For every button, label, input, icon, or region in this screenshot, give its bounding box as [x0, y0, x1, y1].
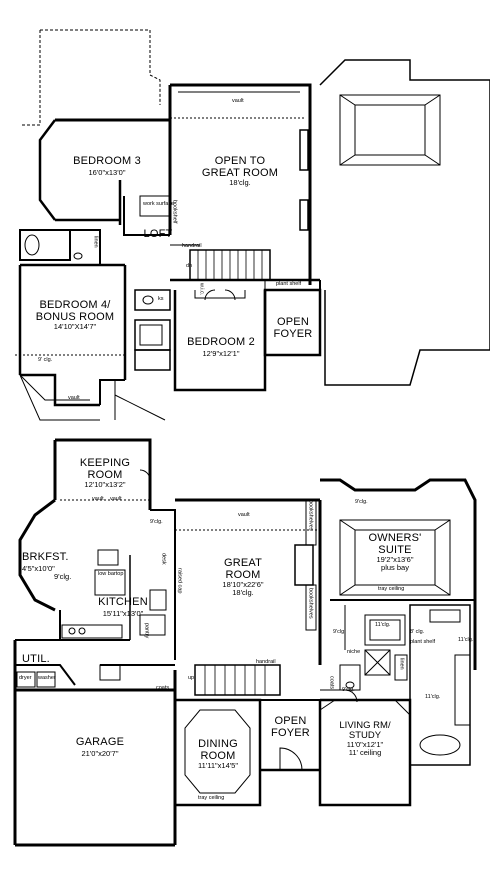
keeping-vault-note-1: vault — [92, 496, 104, 502]
dining-room-dimensions: 11'11"x14'5" — [197, 761, 239, 771]
bedroom-4-label: BEDROOM 4/ BONUS ROOM 14'10"X14'7" — [30, 299, 120, 332]
great-room-label-upper: GREAT ROOM — [201, 166, 279, 179]
coats-note-garage: coats — [156, 685, 170, 691]
linen-note-main: linen — [398, 658, 405, 670]
kitchen-label: KITCHEN 15'11"x13'0" — [88, 593, 158, 618]
owners-name: OWNERS' — [368, 532, 422, 544]
breakfast-dimensions: 4'5"x10'0" — [22, 563, 55, 573]
plant-shelf-note-main: plant shelf — [410, 639, 436, 645]
owners-suite-label: OWNERS' SUITE 19'2"x13'6" plus bay — [355, 532, 435, 572]
bonus-room-name: BONUS ROOM — [35, 310, 115, 323]
main-open-foyer-label: OPEN FOYER — [263, 715, 318, 739]
bath-11-ceiling-note-2: 11'clg. — [458, 637, 474, 643]
ceiling-9-note: 9' clg. — [38, 357, 53, 363]
upper-floor-walls — [15, 29, 490, 421]
keeping-room-name: ROOM — [87, 468, 123, 481]
dining-name: DINING — [198, 738, 238, 750]
suite-name: SUITE — [378, 543, 412, 556]
niche-note: niche — [347, 649, 361, 655]
great-room-ceiling: 18'clg. — [232, 587, 254, 597]
work-surface-note: work surface — [143, 201, 175, 207]
upper-foyer-label: FOYER — [273, 327, 313, 340]
great-name: GREAT — [223, 557, 263, 569]
owners-suite-bay: plus bay — [381, 562, 409, 572]
bedroom-2-name: BEDROOM 2 — [187, 336, 255, 348]
owners-9-ceiling-note: 9'clg. — [355, 499, 368, 505]
owners-suite-dimensions: 19'2"x13'6" — [376, 555, 414, 565]
great-room-label: GREAT ROOM 18'10"x22'6" 18'clg. — [198, 557, 288, 597]
loft-name: LOFT — [143, 228, 173, 240]
bedroom-3-name: BEDROOM 3 — [73, 155, 141, 167]
garage-label: GARAGE 21'0"x20'7" — [50, 733, 150, 758]
keeping-vault-note-2: vault — [110, 496, 122, 502]
keeping-name: KEEPING — [79, 457, 131, 469]
wic-note: w.i.c. — [198, 283, 205, 296]
bookshelves-note-1: bookshelves — [307, 500, 314, 531]
keeping-room-dimensions: 12'10"x13'2" — [84, 480, 126, 490]
breakfast-name: BRKFST. — [22, 551, 69, 563]
bedroom-3-label: BEDROOM 3 16'0"x13'0" — [62, 152, 152, 177]
main-up-note: up — [188, 675, 195, 681]
upper-vault-note: vault — [232, 98, 244, 104]
breakfast-ceiling: 9'clg. — [54, 571, 72, 581]
bath-11-ceiling-note-1: 11'clg. — [375, 622, 391, 628]
bedroom-4-dimensions: 14'10"X14'7" — [53, 322, 97, 332]
bath-11-ceiling-note-3: 11'clg. — [425, 694, 441, 700]
upper-dn-note: dn — [186, 263, 193, 269]
raised-cap-note: raised cap — [176, 568, 183, 594]
closet-8-ceiling-note: 8' clg. — [410, 629, 425, 635]
desk-note: desk — [160, 553, 167, 565]
study-name: STUDY — [348, 729, 382, 741]
hall-9-ceiling-note: 9'clg. — [333, 629, 346, 635]
breakfast-label: BRKFST. 4'5"x10'0" 9'clg. — [22, 548, 77, 581]
open-great-room-ceiling: 18'clg. — [229, 178, 251, 188]
util-label: UTIL. — [22, 650, 52, 667]
low-bartop-note: low bartop — [98, 571, 124, 577]
bedroom-3-dimensions: 16'0"x13'0" — [88, 167, 126, 177]
dining-room-label: DINING ROOM 11'11"x14'5" — [187, 738, 249, 771]
dryer-note: dryer — [19, 675, 32, 681]
left-vault-note: vault — [68, 395, 80, 401]
garage-name: GARAGE — [75, 736, 125, 748]
great-room-dimensions: 18'10"x22'6" — [222, 580, 264, 590]
powder-9-ceiling-note: 9'clg. — [342, 687, 355, 693]
dining-tray-ceiling-note: tray ceiling — [198, 795, 225, 801]
bookshelf-note: bookshelf — [171, 200, 178, 224]
upper-open-foyer-label: OPEN FOYER — [268, 316, 318, 340]
kitchen-dimensions: 15'11"x13'0" — [102, 608, 144, 618]
keeping-room-label: KEEPING ROOM 12'10"x13'2" — [65, 457, 145, 490]
ks-note: ks — [158, 296, 164, 302]
great-vault-note: vault — [238, 512, 250, 518]
bedroom-2-dimensions: 12'9"x12'1" — [202, 348, 240, 358]
study-dimensions: 11'0"x12'1" — [346, 739, 384, 749]
study-ceiling: 11' ceiling — [348, 747, 382, 757]
study-label: LIVING RM/ STUDY 11'0"x12'1" 11' ceiling — [324, 721, 406, 757]
util-name: UTIL. — [22, 653, 50, 665]
coats-note-foyer: coats — [328, 676, 335, 690]
linen-note-upper: linen — [92, 236, 99, 248]
bookshelves-note-2: bookshelves — [307, 588, 314, 619]
main-foyer-label: FOYER — [271, 726, 310, 739]
garage-dimensions: 21'0"x20'7" — [81, 748, 119, 758]
bedroom-2-label: BEDROOM 2 12'9"x12'1" — [180, 333, 262, 358]
dining-room-name: ROOM — [200, 749, 236, 762]
great-room-name: ROOM — [225, 568, 261, 581]
kitchen-9-ceiling-note: 9'clg. — [150, 519, 163, 525]
pantry-note: pantry — [143, 623, 150, 639]
upper-open-label: OPEN — [277, 316, 309, 328]
kitchen-name: KITCHEN — [98, 596, 148, 608]
upper-handrail-note: handrail — [182, 243, 202, 249]
open-to-great-room-label: OPEN TO GREAT ROOM 18'clg. — [190, 155, 290, 188]
owners-tray-ceiling-note: tray ceiling — [378, 586, 405, 592]
loft-label: LOFT — [138, 225, 178, 242]
living-rm-name: LIVING RM/ — [339, 720, 391, 731]
main-floor-walls — [13, 438, 477, 847]
plant-shelf-note-upper: plant shelf — [276, 281, 302, 287]
washer-note: washer — [38, 675, 56, 681]
main-handrail-note: handrail — [256, 659, 276, 665]
main-open-label: OPEN — [274, 715, 307, 727]
bedroom-4-name: BEDROOM 4/ — [39, 299, 111, 311]
open-to-label: OPEN TO — [214, 155, 266, 167]
